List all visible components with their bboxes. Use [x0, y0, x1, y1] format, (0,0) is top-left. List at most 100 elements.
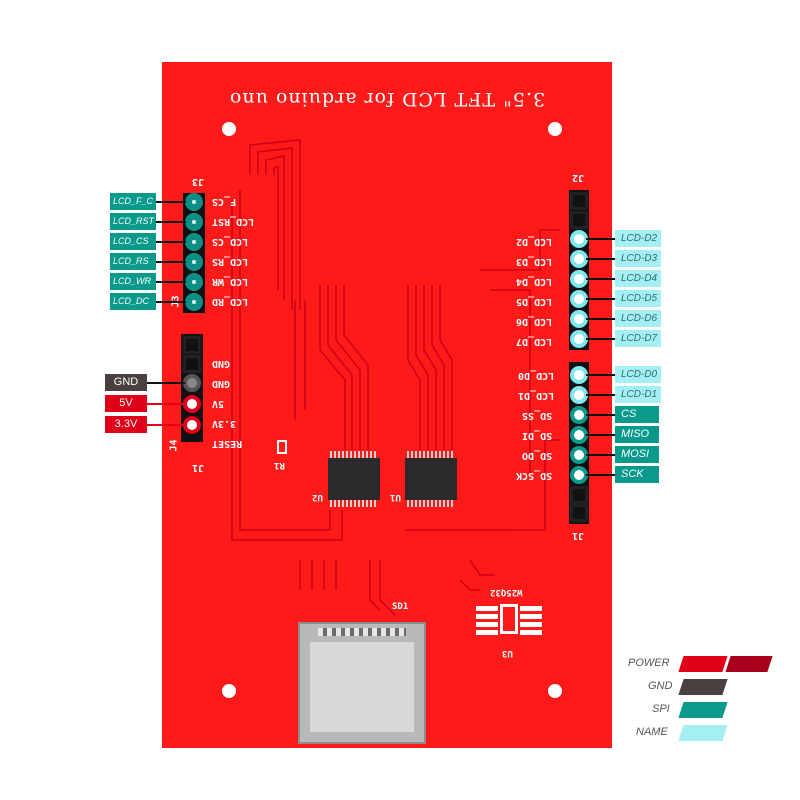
lead-line	[156, 301, 186, 303]
resistor-r1	[277, 440, 287, 454]
silk-lcd-d0: LCD_D0	[518, 370, 555, 381]
callout-lcd-cs: LCD_CS	[110, 233, 156, 250]
pin-unused[interactable]	[570, 504, 588, 522]
pin-5v[interactable]	[183, 395, 201, 413]
silk-5v: 5V	[212, 398, 225, 409]
mounting-hole	[548, 122, 562, 136]
callout-lcd-d2: LCD-D2	[615, 230, 661, 247]
callout-gnd: GND	[105, 374, 147, 391]
lead-line	[586, 434, 616, 436]
lead-line	[156, 221, 186, 223]
pad	[476, 606, 498, 611]
lead-line	[586, 414, 616, 416]
legend-name-swatch	[678, 725, 728, 741]
legend-power-label: POWER	[628, 657, 670, 669]
pin-lcd-cs[interactable]	[185, 233, 203, 251]
callout-mosi: MOSI	[615, 446, 659, 463]
silk-j1: J1	[572, 530, 585, 541]
pin-f-cs[interactable]	[185, 193, 203, 211]
legend-power-swatch-dark	[725, 656, 773, 672]
silk-j1-small: J1	[192, 462, 205, 473]
pin-unused[interactable]	[183, 336, 201, 354]
label-u1: U1	[390, 492, 401, 502]
lead-line	[156, 241, 186, 243]
pad	[520, 614, 542, 619]
lead-line	[147, 424, 185, 426]
label-r1: R1	[274, 460, 285, 470]
label-sd1: SD1	[392, 602, 409, 612]
lead-line	[147, 403, 185, 405]
callout-5v: 5V	[105, 395, 147, 412]
silk-j3-top: J3	[192, 176, 205, 187]
silk-lcd-cs: LCD_CS	[212, 236, 249, 247]
legend-spi-label: SPI	[652, 703, 670, 715]
callout-3v3: 3.3V	[105, 416, 147, 433]
silk-j4: J4	[168, 439, 180, 452]
lead-line	[586, 258, 616, 260]
sd-card-cage	[310, 642, 414, 732]
pad	[476, 622, 498, 627]
pin-gnd-2[interactable]	[183, 374, 201, 392]
mounting-hole	[548, 684, 562, 698]
lead-line	[586, 338, 616, 340]
callout-lcd-d0: LCD-D0	[615, 366, 661, 383]
silk-reset: RESET	[212, 438, 243, 449]
lead-line	[586, 298, 616, 300]
legend-spi-swatch	[678, 702, 728, 718]
lead-line	[586, 318, 616, 320]
callout-lcd-dc: LCD_DC	[110, 293, 156, 310]
silk-lcd-d1: LCD_D1	[518, 390, 555, 401]
lead-line	[586, 374, 616, 376]
silk-lcd-d3: LCD_D3	[516, 256, 553, 267]
pin-gnd-1[interactable]	[183, 355, 201, 373]
label-u2: U2	[312, 492, 323, 502]
pin-lcd-rst[interactable]	[185, 213, 203, 231]
callout-cs: CS	[615, 406, 659, 423]
callout-lcd-d4: LCD-D4	[615, 270, 661, 287]
silk-gnd-2: GND	[212, 378, 231, 389]
pin-unused[interactable]	[570, 486, 588, 504]
silk-sd-sck: SD_SCK	[516, 470, 553, 481]
lead-line	[147, 382, 185, 384]
legend-gnd-swatch	[678, 679, 728, 695]
pin-unused[interactable]	[570, 211, 588, 229]
pad	[520, 630, 542, 635]
lead-line	[156, 261, 186, 263]
silk-sd-ss: SD_SS	[522, 410, 553, 421]
pin-lcd-wr[interactable]	[185, 273, 203, 291]
silk-f-cs: F_CS	[212, 196, 237, 207]
silk-lcd-rd: LCD_RD	[212, 296, 249, 307]
silk-lcd-wr: LCD_WR	[212, 276, 249, 287]
silk-3v3: 3.3V	[212, 418, 237, 429]
silk-lcd-d6: LCD_D6	[516, 316, 553, 327]
lead-line	[586, 238, 616, 240]
silk-lcd-d5: LCD_D5	[516, 296, 553, 307]
silk-sd-di: SD_DI	[522, 430, 553, 441]
label-u3: U3	[502, 648, 513, 658]
silk-lcd-rs: LCD_RS	[212, 256, 249, 267]
chip-u1	[405, 451, 457, 507]
pin-lcd-rs[interactable]	[185, 253, 203, 271]
silk-j2: J2	[572, 172, 585, 183]
pin-lcd-rd[interactable]	[185, 293, 203, 311]
mounting-hole	[222, 684, 236, 698]
silk-gnd-1: GND	[212, 358, 231, 369]
legend-name-label: NAME	[636, 726, 668, 738]
sd-contacts	[318, 628, 406, 636]
lead-line	[586, 474, 616, 476]
silk-lcd-rst: LCD_RST	[212, 216, 255, 227]
pin-3v3[interactable]	[183, 416, 201, 434]
silk-lcd-d7: LCD_D7	[516, 336, 553, 347]
lead-line	[586, 278, 616, 280]
pin-unused[interactable]	[570, 192, 588, 210]
lead-line	[586, 394, 616, 396]
mounting-hole	[222, 122, 236, 136]
callout-lcd-f-c: LCD_F_C	[110, 193, 156, 210]
callout-lcd-wr: LCD_WR	[110, 273, 156, 290]
callout-lcd-d5: LCD-D5	[615, 290, 661, 307]
chip-u3	[500, 604, 518, 634]
pad	[520, 606, 542, 611]
label-w25q32: W25Q32	[490, 587, 523, 597]
lead-line	[156, 281, 186, 283]
chip-u2	[328, 451, 380, 507]
